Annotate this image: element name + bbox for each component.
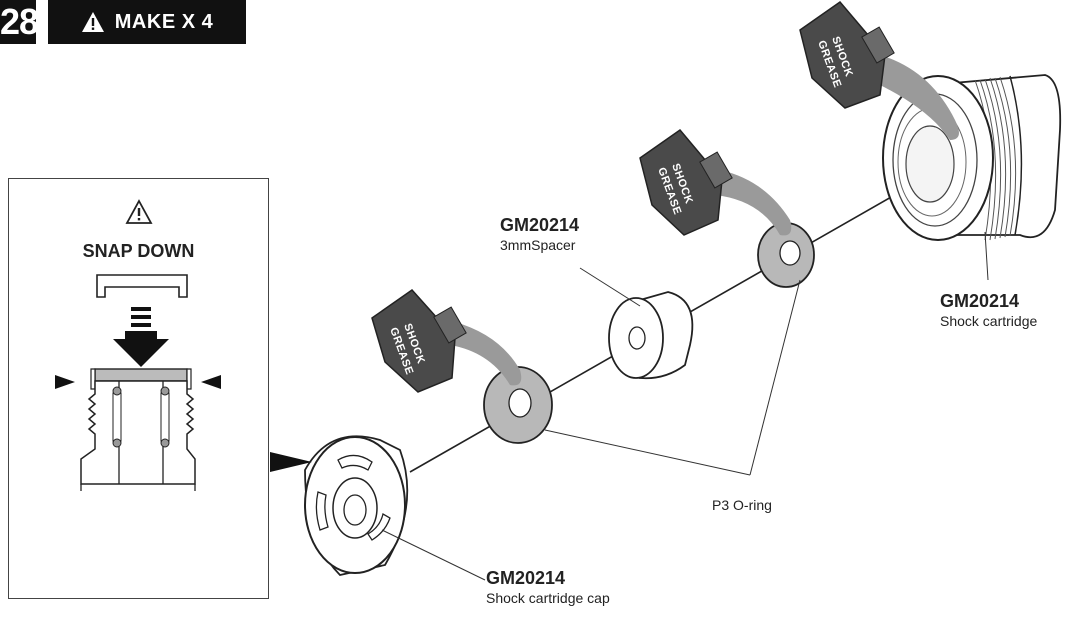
leader-line-oring-upper <box>750 280 800 475</box>
label-o-ring: P3 O-ring <box>712 496 772 514</box>
down-arrow-icon <box>113 331 169 367</box>
cap-profile <box>97 275 187 297</box>
part-code: GM20214 <box>500 214 579 236</box>
click-marker-right <box>201 375 221 389</box>
grease-tube-1: SHOCK GREASE <box>800 2 959 140</box>
leader-line-cap <box>382 530 485 580</box>
spacer <box>609 292 692 378</box>
click-marker-left <box>55 375 75 389</box>
part-code: GM20214 <box>940 290 1037 312</box>
label-shock-cartridge-cap: GM20214 Shock cartridge cap <box>486 567 610 607</box>
part-name: P3 O-ring <box>712 496 772 514</box>
grease-tube-2: SHOCK GREASE <box>640 130 791 235</box>
snap-down-inset: SNAP DOWN <box>8 178 269 599</box>
label-shock-cartridge: GM20214 Shock cartridge <box>940 290 1037 330</box>
snap-down-illustration <box>9 179 267 597</box>
label-spacer: GM20214 3mmSpacer <box>500 214 579 254</box>
leader-line-cartridge <box>985 232 988 280</box>
shock-cartridge-cap <box>305 436 407 575</box>
part-name: 3mmSpacer <box>500 236 579 254</box>
leader-line-spacer <box>580 268 640 306</box>
leader-line-oring-lower <box>545 430 750 475</box>
part-code: GM20214 <box>486 567 610 589</box>
shock-body-profile <box>81 381 195 484</box>
part-name: Shock cartridge <box>940 312 1037 330</box>
part-name: Shock cartridge cap <box>486 589 610 607</box>
